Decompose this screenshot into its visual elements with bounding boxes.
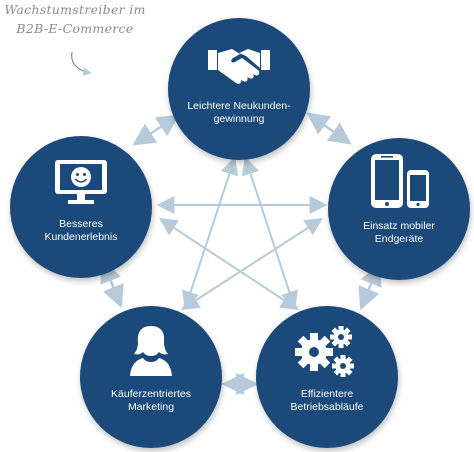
note-curved-arrow bbox=[71, 51, 92, 76]
arrow-top-right bbox=[306, 112, 352, 145]
node-efficient-operations: Effizientere Betriebsabläufe bbox=[256, 306, 398, 448]
mobile-devices-icon bbox=[371, 154, 429, 208]
arrow-top-bottomleft bbox=[181, 156, 239, 310]
note-line-2: B2B-E-Commerce bbox=[16, 21, 134, 36]
node-right-line2: Endgeräte bbox=[374, 233, 424, 245]
node-bottomright-line1: Effizientere bbox=[300, 388, 354, 400]
arrow-top-left bbox=[132, 114, 180, 146]
node-top-line2: gewinnung bbox=[213, 113, 265, 125]
node-mobile-devices: Einsatz mobiler Endgeräte bbox=[328, 138, 470, 280]
node-right-line1: Einsatz mobiler bbox=[363, 220, 435, 232]
arrow-left-bottomright bbox=[158, 218, 300, 310]
person-icon bbox=[130, 326, 172, 376]
note-line-1: Wachstumstreiber im bbox=[4, 2, 146, 17]
node-customer-experience: Besseres Kundenerlebnis bbox=[10, 136, 152, 278]
node-top-line1: Leichtere Neukunden- bbox=[187, 100, 291, 112]
gears-icon bbox=[295, 326, 354, 377]
node-bottomleft-line2: Marketing bbox=[127, 401, 175, 413]
node-bottomright-line2: Betriebsabläufe bbox=[290, 401, 364, 413]
handshake-icon bbox=[208, 49, 270, 84]
node-left-line1: Besseres bbox=[59, 218, 103, 230]
node-buyer-marketing: Käuferzentriertes Marketing bbox=[80, 306, 222, 448]
node-new-customers: Leichtere Neukunden- gewinnung bbox=[168, 18, 310, 160]
node-left-line2: Kundenerlebnis bbox=[44, 231, 118, 243]
arrow-top-bottomright bbox=[241, 156, 299, 310]
arrow-right-bottomleft bbox=[180, 218, 324, 310]
node-bottomleft-line1: Käuferzentriertes bbox=[111, 388, 191, 400]
monitor-smiley-icon bbox=[55, 160, 107, 204]
handwritten-note: Wachstumstreiber im B2B-E-Commerce bbox=[0, 0, 150, 38]
